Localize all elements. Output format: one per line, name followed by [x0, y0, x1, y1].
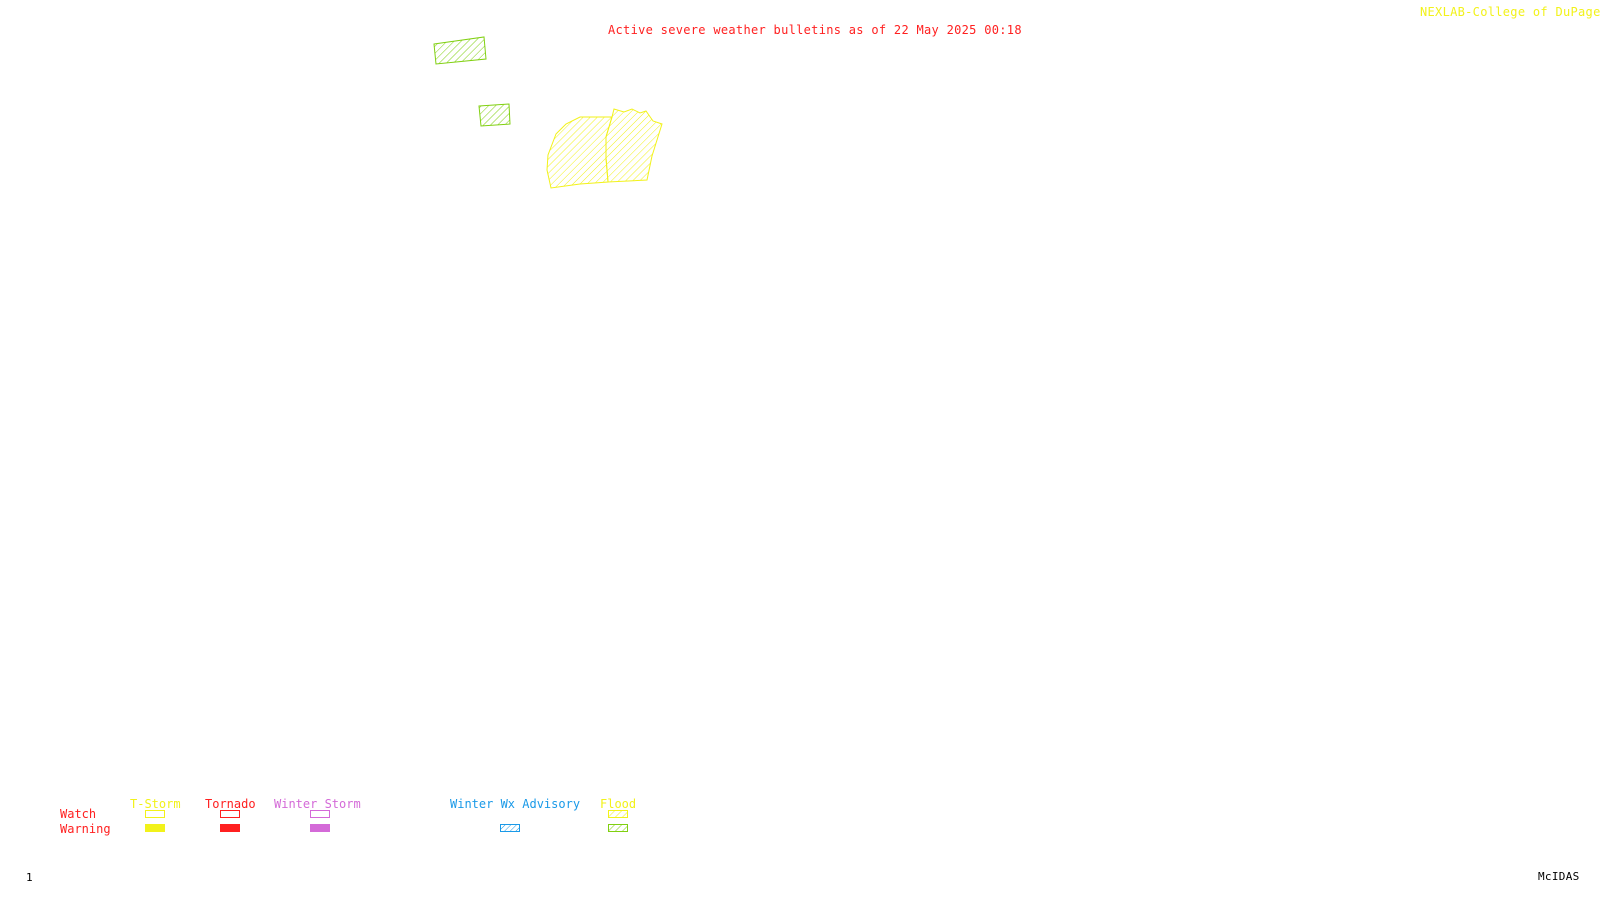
legend-winter-storm-label: Winter Storm [274, 797, 361, 811]
legend-tornado-label: Tornado [205, 797, 256, 811]
flood-warning-area [433, 36, 487, 65]
software-label: McIDAS [1538, 870, 1580, 883]
legend-warning-label: Warning [60, 822, 111, 836]
legend-flood-label: Flood [600, 797, 637, 811]
legend-watch-label: Watch [60, 807, 97, 821]
flood-warning-swatch [608, 824, 628, 832]
flood-watch-area [605, 108, 663, 183]
winter-advisory-swatch [500, 824, 520, 832]
page-title: Active severe weather bulletins as of 22… [608, 23, 1022, 37]
credit-text: NEXLAB-College of DuPage R [1420, 5, 1600, 19]
flood-watch-area [546, 116, 613, 189]
legend-winter-advisory-label: Winter Wx Advisory [450, 797, 581, 811]
winter-storm-watch-swatch [310, 810, 330, 818]
tornado-warning-swatch [220, 824, 240, 832]
flood-warning-area [478, 103, 511, 127]
flood-watch-swatch [608, 810, 628, 818]
tstorm-watch-swatch [145, 810, 165, 818]
tstorm-warning-swatch [145, 824, 165, 832]
frame-number: 1 [26, 871, 33, 884]
tornado-watch-swatch [220, 810, 240, 818]
legend-tstorm-label: T-Storm [130, 797, 181, 811]
winter-storm-warning-swatch [310, 824, 330, 832]
